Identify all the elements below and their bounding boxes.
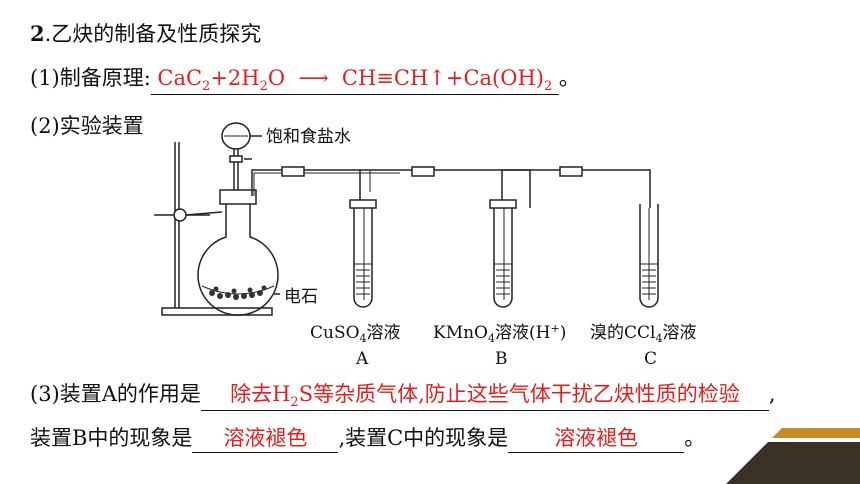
rubber-joints <box>281 166 583 177</box>
q3-label-b: 装置B中的现象是 <box>30 426 193 450</box>
q1-end: 。 <box>558 66 580 90</box>
tube-bc <box>502 169 651 208</box>
tube-a-reagent-label: CuSO4溶液 <box>310 323 401 345</box>
eq-part: O <box>267 66 286 90</box>
q3-answer-c: 溶液褪色 <box>508 422 685 453</box>
q3-answer-a: 除去H2S等杂质气体,防止这些气体干扰乙炔性质的检验 <box>200 378 769 412</box>
answer-sub: 2 <box>290 395 299 411</box>
q3-line-1: (3)装置A的作用是除去H2S等杂质气体,防止这些气体干扰乙炔性质的检验, <box>30 378 776 412</box>
gas-tube-inner <box>253 172 400 196</box>
eq-part: CH≡CH↑+Ca(OH) <box>341 66 544 90</box>
calcium-carbide <box>209 285 267 300</box>
tube-b-letter: B <box>495 349 508 369</box>
q3-comma: , <box>768 382 776 406</box>
q1-label: (1)制备原理: <box>30 66 151 90</box>
test-tube-b <box>489 199 517 308</box>
heading-number: 2 <box>30 21 45 46</box>
liquid-b <box>494 263 512 295</box>
eq-sub: 2 <box>202 79 211 95</box>
tube-c-letter: C <box>644 349 657 369</box>
eq-part: CaC <box>157 66 203 90</box>
eq-part: +2H <box>210 66 260 90</box>
apparatus-diagram: 饱和食盐水 电石 CuSO4溶液 A KMnO4溶液(H+) B 溴的CCl4溶… <box>154 122 696 369</box>
tube-a-letter: A <box>355 349 369 369</box>
round-bottom-flask <box>197 189 280 316</box>
q2-label: (2)实验装置 <box>30 114 144 138</box>
q3-label-c: ,装置C中的现象是 <box>338 426 509 450</box>
eq-sub: 2 <box>543 79 553 95</box>
q3-label: (3)装置A的作用是 <box>30 382 201 406</box>
q1-answer: CaC2+2H2O ⟶ CH≡CH↑+Ca(OH)2 <box>150 66 559 96</box>
test-tube-c <box>639 204 659 308</box>
eq-sub: 2 <box>259 79 268 95</box>
answer-part: S等杂质气体,防止这些气体干扰乙炔性质的检验 <box>298 382 740 406</box>
section-heading: 2.乙炔的制备及性质探究 <box>30 18 261 48</box>
q1-line: (1)制备原理:CaC2+2H2O ⟶ CH≡CH↑+Ca(OH)2。 <box>30 62 580 96</box>
tube-c-reagent-label: 溴的CCl4溶液 <box>590 323 696 345</box>
answer-part: 除去H <box>230 382 291 406</box>
test-tube-a <box>349 199 377 308</box>
separatory-funnel <box>221 122 262 190</box>
funnel-label: 饱和食盐水 <box>266 127 351 147</box>
reaction-arrow: ⟶ <box>298 66 329 90</box>
tube-b-reagent-label: KMnO4溶液(H+) <box>433 322 566 345</box>
q3-line-2: 装置B中的现象是溶液褪色,装置C中的现象是溶液褪色。 <box>30 422 705 453</box>
q3-answer-b: 溶液褪色 <box>192 422 339 453</box>
heading-text: .乙炔的制备及性质探究 <box>44 22 262 46</box>
q3-end: 。 <box>684 426 706 450</box>
stone-label: 电石 <box>284 287 318 307</box>
iron-stand <box>154 142 273 316</box>
gas-tube <box>251 169 400 196</box>
corner-decoration <box>726 428 860 484</box>
liquid-a <box>354 263 372 295</box>
